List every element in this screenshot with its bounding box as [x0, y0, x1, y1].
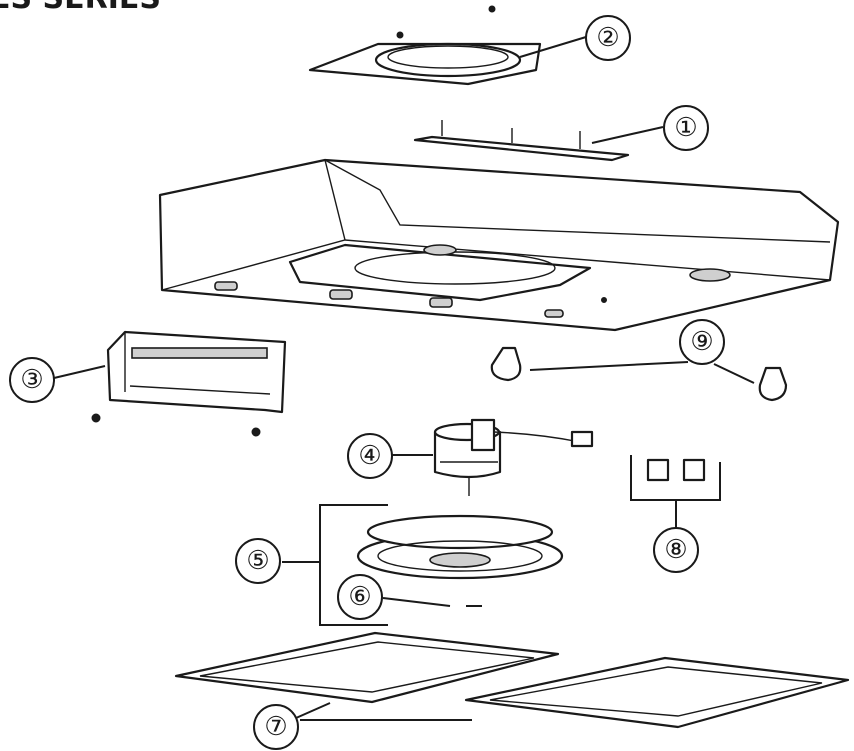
screw-icon: [396, 31, 404, 39]
callout-5: ⑤: [235, 538, 281, 584]
motor-box: [470, 418, 496, 452]
plug-icon: [570, 430, 594, 448]
blower-inner: [377, 540, 543, 572]
callout-1-number: ①: [674, 113, 697, 143]
hood-body: [158, 158, 840, 332]
blower-hub: [429, 552, 491, 568]
top-plate-part: [413, 120, 630, 162]
vent-slot-icon: [544, 309, 564, 318]
callout-9: ⑨: [679, 319, 725, 365]
socket-icon: [646, 458, 670, 482]
light-hole-icon: [689, 268, 731, 282]
collar-ring-outer: [374, 42, 522, 78]
screw-icon: [251, 427, 261, 437]
socket-icon: [682, 458, 706, 482]
damper-box-part: [91, 330, 287, 437]
screw-icon: [601, 297, 607, 303]
leader-line-6: [382, 597, 451, 607]
damper-edge: [129, 385, 271, 395]
blower-part: [319, 504, 564, 626]
light-sockets-part: [630, 455, 721, 501]
bulb-icon: [758, 366, 788, 402]
filter-inner: [199, 641, 535, 693]
callout-8: ⑧: [653, 527, 699, 573]
callout-2-number: ②: [596, 23, 619, 53]
vent-slot-icon: [329, 289, 353, 300]
callout-1: ①: [663, 105, 709, 151]
callout-8-number: ⑧: [664, 535, 687, 565]
leader-line-9a: [529, 361, 689, 371]
leader-line-7a: [295, 702, 331, 719]
callout-6-number: ⑥: [348, 582, 371, 612]
duct-collar-part: [308, 5, 542, 86]
motor-part: [433, 418, 594, 496]
blower-top: [366, 514, 554, 550]
blower-bracket: [319, 504, 388, 626]
vent-slot-icon: [214, 281, 238, 291]
callout-4-number: ④: [358, 441, 381, 471]
callout-2: ②: [585, 15, 631, 61]
light-bulbs-part: [490, 346, 788, 402]
leader-line-1: [591, 126, 664, 144]
screw-icon: [91, 413, 101, 423]
hood-outline: [158, 158, 840, 332]
damper-slot: [131, 347, 268, 359]
screw-icon: [488, 5, 496, 13]
top-strip: [413, 135, 630, 162]
hood-bottom-edge: [161, 239, 831, 291]
damper-outline: [106, 330, 287, 414]
bulb-icon: [490, 346, 522, 382]
light-hole-icon: [423, 244, 457, 256]
callout-7-number: ⑦: [264, 712, 287, 742]
socket-bracket: [630, 455, 721, 501]
leader-line-2: [519, 36, 587, 58]
title-fragment: ES SERIES: [0, 0, 161, 16]
vent-slot-icon: [429, 297, 453, 308]
callout-5-number: ⑤: [246, 546, 269, 576]
collar-ring-inner: [387, 45, 509, 69]
callout-6: ⑥: [337, 574, 383, 620]
power-cord: [493, 431, 581, 443]
hood-side-edge: [324, 159, 346, 241]
hood-front-edge: [324, 159, 831, 243]
filter-inner: [489, 666, 823, 717]
hood-opening: [288, 243, 592, 302]
callout-3-number: ③: [20, 365, 43, 395]
leader-line-3: [53, 365, 106, 379]
filters-part: [174, 631, 850, 729]
callout-4: ④: [347, 433, 393, 479]
callout-7: ⑦: [253, 704, 299, 750]
leader-line-9b: [713, 363, 755, 384]
callout-9-number: ⑨: [690, 327, 713, 357]
callout-3: ③: [9, 357, 55, 403]
